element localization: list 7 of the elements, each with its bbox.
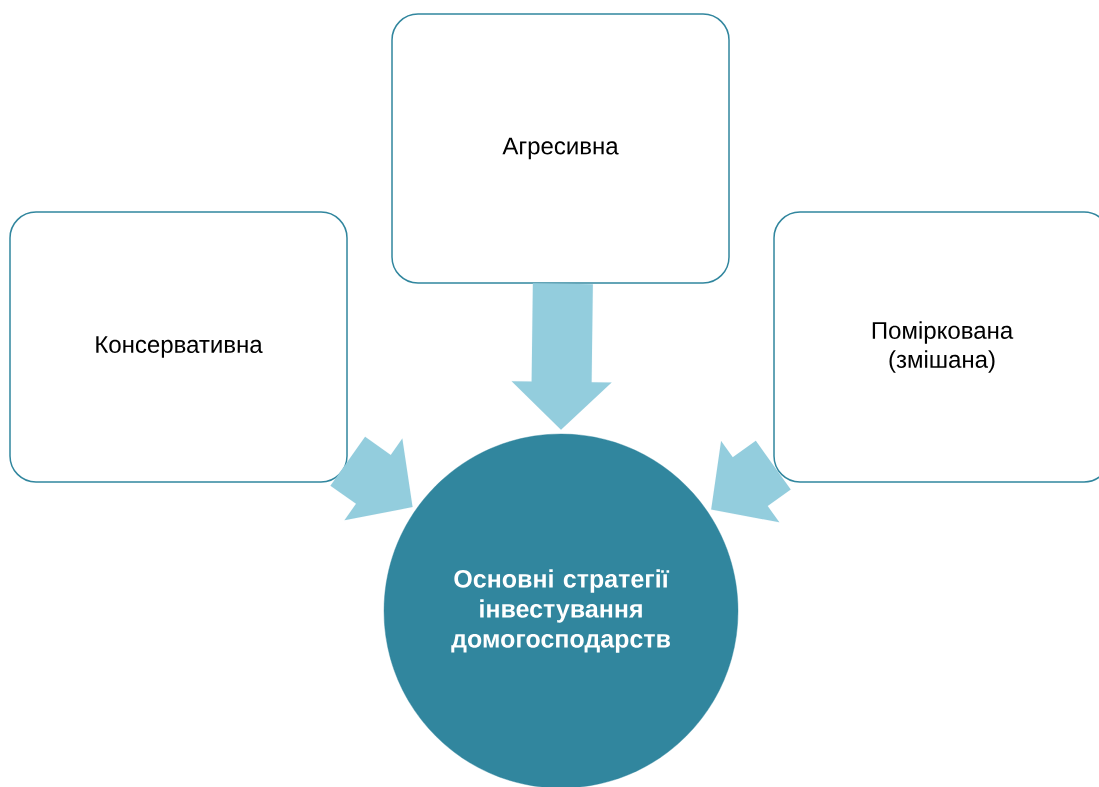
block-arrow [511, 283, 612, 430]
text-box: Агресивна [391, 13, 730, 284]
text-box: Консервативна [9, 211, 348, 483]
block-arrow [711, 440, 791, 523]
text-box: Поміркована (змішана) [773, 211, 1099, 483]
circle-node: Основні стратегії інвестування домогосподарств [383, 433, 739, 787]
block-arrow [330, 436, 413, 521]
